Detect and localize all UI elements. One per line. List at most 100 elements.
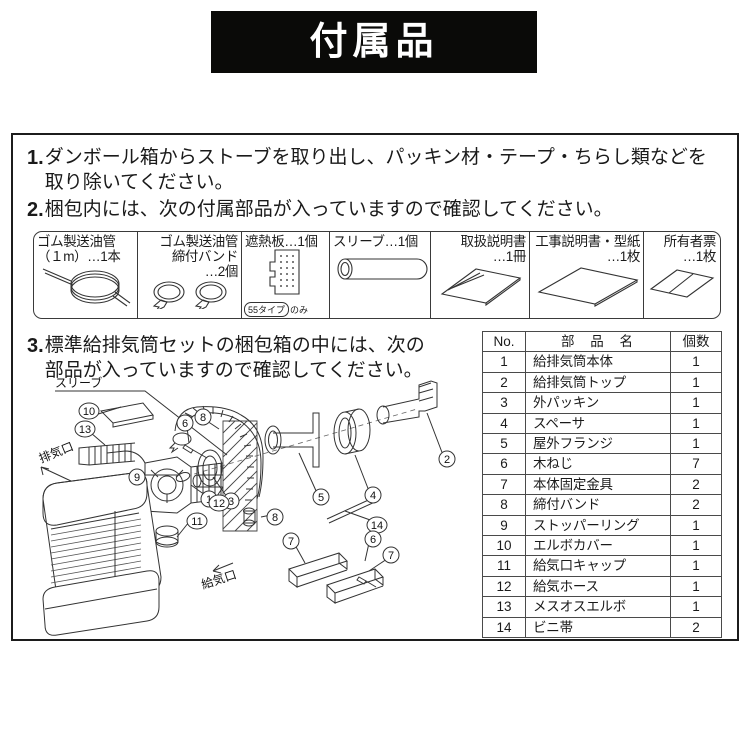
svg-text:6: 6 [370, 534, 376, 546]
part-no: 6 [482, 453, 526, 475]
diagram-callout-4: 4 [364, 486, 382, 504]
diagram-label-exhaust-group: 排気口 [37, 438, 76, 482]
owner-card-icon [647, 264, 716, 318]
part-name: 締付バンド [525, 494, 671, 516]
part-qty: 2 [670, 616, 722, 639]
part-qty: 1 [670, 412, 722, 435]
svg-text:12: 12 [213, 498, 225, 510]
hose-clamp-icon [141, 279, 238, 318]
diagram-callout-7: 7 [382, 546, 400, 564]
diagram-label-exhaust: 排気口 [37, 438, 76, 465]
accessory-label: 所有者票 …1枚 [663, 234, 717, 265]
svg-text:8: 8 [200, 412, 206, 424]
heat-shield-note: 55タイプのみ [244, 302, 308, 317]
part-qty: 1 [670, 392, 722, 414]
part-name: 木ねじ [525, 453, 671, 475]
part-name: メスオスエルボ [525, 596, 671, 618]
accessory-item-hose-clamp: ゴム製送油管 締付バンド …2個 [138, 232, 242, 318]
part-qty: 1 [670, 575, 722, 598]
accessory-list: ゴム製送油管 （１m）…1本 ゴム製送油管 締付バンド …2個 [33, 231, 721, 319]
step-3-text: 標準給排気筒セットの梱包箱の中には、次の 部品が入っていますので確認してください… [44, 335, 425, 382]
step-2-text: 梱包内には、次の付属部品が入っていますので確認してください。 [44, 199, 613, 220]
part-qty: 2 [670, 494, 722, 516]
accessory-label: スリーブ…1個 [333, 234, 418, 249]
part-name: 給排気筒本体 [525, 351, 671, 373]
diagram-label-sleeve-group: スリーブ [55, 375, 228, 456]
diagram-callout-2: 2 [438, 450, 456, 468]
accessory-item-sleeve: スリーブ…1個 [330, 232, 431, 318]
part-qty: 1 [670, 596, 722, 618]
step-1-text: ダンボール箱からストーブを取り出し、パッキン材・テープ・ちらし類などを 取り除い… [44, 147, 707, 194]
part-name: ビニ帯 [525, 616, 671, 639]
diagram-callout-9: 9 [128, 468, 146, 486]
part-no: 2 [482, 371, 526, 394]
diagram-callout-14: 14 [366, 516, 388, 534]
accessory-label: ゴム製送油管 締付バンド …2個 [159, 234, 238, 280]
svg-text:7: 7 [288, 536, 294, 548]
part-name: エルボカバー [525, 535, 671, 557]
part-qty: 7 [670, 453, 722, 475]
diagram-label-sleeve: スリーブ [55, 375, 102, 390]
part-qty: 1 [670, 371, 722, 394]
svg-text:3: 3 [228, 496, 234, 508]
part-name: ストッパーリング [525, 514, 671, 537]
accessory-item-owner-card: 所有者票 …1枚 [644, 232, 719, 318]
svg-text:8: 8 [272, 512, 278, 524]
step-1-number: 1. [27, 147, 44, 169]
accessory-item-instruction-manual: 取扱説明書 …1冊 [431, 232, 530, 318]
heat-shield-note-type: 55タイプ [244, 302, 290, 317]
svg-text:4: 4 [370, 490, 376, 502]
accessory-label: 取扱説明書 …1冊 [460, 234, 527, 265]
diagram-label-intake-group: 給気口 [199, 562, 238, 592]
part-no: 1 [482, 351, 526, 373]
accessory-item-oil-hose: ゴム製送油管 （１m）…1本 [34, 232, 138, 318]
part-no: 14 [482, 616, 526, 639]
coiled-hose-icon [37, 264, 134, 318]
diagram-callout-6: 6 [364, 530, 382, 548]
accessory-item-heat-shield: 遮熱板…1個 55タイプのみ [242, 232, 330, 318]
part-no: 11 [482, 555, 526, 577]
sheet-paper-icon [533, 264, 640, 318]
sleeve-tube-icon [333, 249, 428, 318]
part-name: 給排気筒トップ [525, 371, 671, 394]
svg-text:10: 10 [83, 406, 95, 418]
page-title: 付属品 [309, 21, 439, 63]
part-qty: 1 [670, 535, 722, 557]
header-name: 部 品 名 [525, 330, 671, 353]
diagram-callout-8: 8 [266, 508, 284, 526]
svg-text:2: 2 [444, 454, 450, 466]
svg-text:1: 1 [206, 494, 212, 506]
step-2-number: 2. [27, 199, 44, 221]
part-name: 屋外フランジ [525, 433, 671, 455]
diagram-callout-7: 7 [282, 532, 300, 550]
part-no: 13 [482, 596, 526, 618]
svg-text:13: 13 [79, 424, 91, 436]
part-name: 給気ホース [525, 575, 671, 598]
svg-text:5: 5 [318, 492, 324, 504]
diagram-callout-11: 11 [186, 512, 208, 530]
part-qty: 1 [670, 514, 722, 537]
accessory-item-install-manual: 工事説明書・型紙 …1枚 [530, 232, 644, 318]
page-title-bar: 付属品 [211, 11, 537, 73]
diagram-callout-5: 5 [312, 488, 330, 506]
part-no: 4 [482, 412, 526, 435]
part-qty: 2 [670, 473, 722, 496]
diagram-callout-10: 10 [78, 402, 100, 420]
part-qty: 1 [670, 351, 722, 373]
diagram-callout-8: 8 [194, 408, 212, 426]
manual-booklet-icon [434, 264, 526, 318]
step-3-number: 3. [27, 335, 44, 357]
header-qty: 個数 [670, 330, 722, 353]
svg-text:7: 7 [388, 550, 394, 562]
part-no: 3 [482, 392, 526, 414]
instruction-step-3: 3. 標準給排気筒セットの梱包箱の中には、次の 部品が入っていますので確認してく… [27, 333, 477, 383]
instruction-step-1: 1. ダンボール箱からストーブを取り出し、パッキン材・テープ・ちらし類などを 取… [27, 145, 727, 195]
